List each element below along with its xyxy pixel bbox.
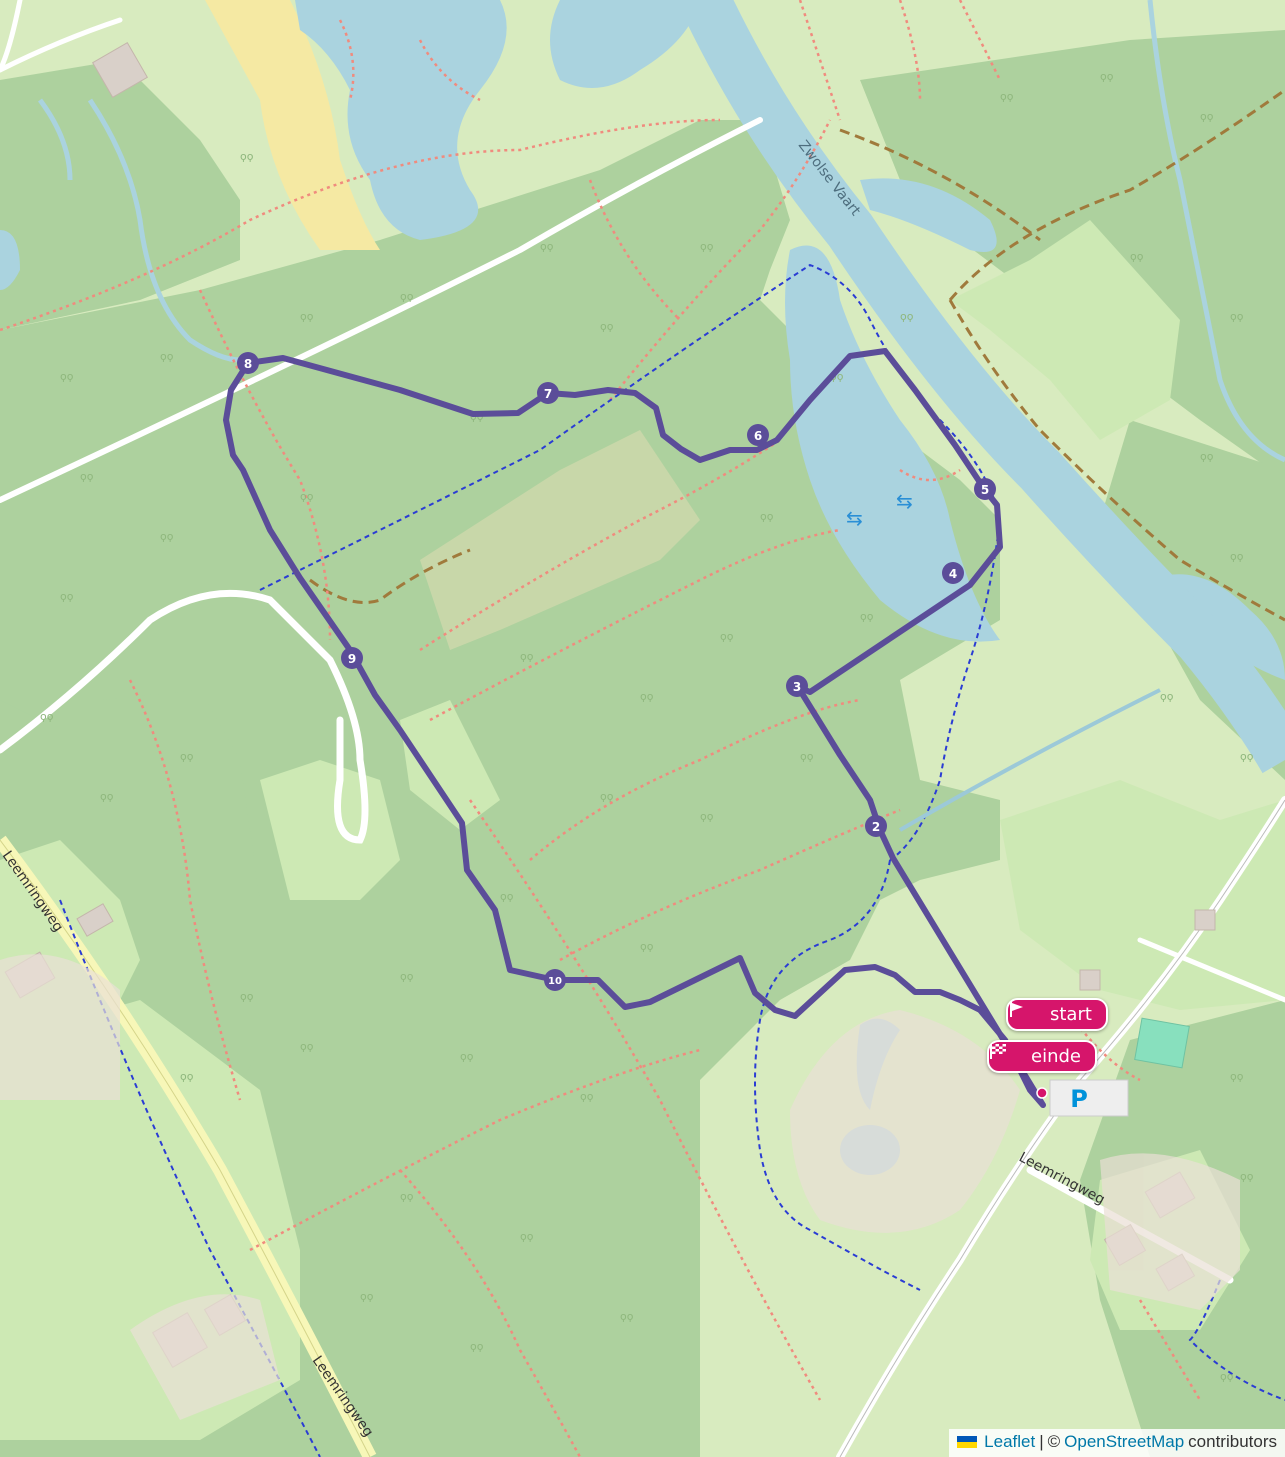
svg-text:ϙϙ: ϙϙ bbox=[40, 710, 54, 723]
svg-text:ϙϙ: ϙϙ bbox=[600, 790, 614, 803]
svg-text:ϙϙ: ϙϙ bbox=[540, 240, 554, 253]
waypoint-10[interactable]: 10 bbox=[544, 969, 566, 991]
svg-text:⇆: ⇆ bbox=[846, 506, 863, 530]
tracks bbox=[309, 88, 1285, 622]
svg-text:ϙϙ: ϙϙ bbox=[580, 1090, 594, 1103]
waypoint-6[interactable]: 6 bbox=[747, 424, 769, 446]
svg-text:ϙϙ: ϙϙ bbox=[460, 1050, 474, 1063]
waypoint-4[interactable]: 4 bbox=[942, 562, 964, 584]
canal bbox=[676, 0, 1285, 774]
svg-text:ϙϙ: ϙϙ bbox=[640, 940, 654, 953]
svg-text:ϙϙ: ϙϙ bbox=[800, 750, 814, 763]
svg-text:ϙϙ: ϙϙ bbox=[1240, 750, 1254, 763]
flag-icon bbox=[1010, 1002, 1042, 1024]
waypoint-7[interactable]: 7 bbox=[537, 382, 559, 404]
svg-text:ϙϙ: ϙϙ bbox=[640, 690, 654, 703]
svg-text:ϙϙ: ϙϙ bbox=[180, 750, 194, 763]
ukraine-flag-icon bbox=[957, 1436, 978, 1448]
sports-pitch bbox=[1134, 1017, 1190, 1069]
svg-text:ϙϙ: ϙϙ bbox=[470, 1340, 484, 1353]
svg-text:10: 10 bbox=[548, 976, 562, 987]
svg-text:ϙϙ: ϙϙ bbox=[1160, 690, 1174, 703]
svg-text:ϙϙ: ϙϙ bbox=[700, 810, 714, 823]
svg-text:ϙϙ: ϙϙ bbox=[1220, 1370, 1234, 1383]
svg-text:ϙϙ: ϙϙ bbox=[500, 890, 514, 903]
waypoint-2[interactable]: 2 bbox=[865, 815, 887, 837]
svg-text:ϙϙ: ϙϙ bbox=[300, 490, 314, 503]
svg-text:ϙϙ: ϙϙ bbox=[100, 790, 114, 803]
svg-text:ϙϙ: ϙϙ bbox=[520, 650, 534, 663]
svg-text:ϙϙ: ϙϙ bbox=[300, 310, 314, 323]
svg-text:ϙϙ: ϙϙ bbox=[60, 370, 74, 383]
end-marker[interactable]: einde bbox=[987, 1040, 1097, 1073]
svg-text:ϙϙ: ϙϙ bbox=[720, 630, 734, 643]
streams bbox=[37, 0, 1285, 463]
waypoint-9[interactable]: 9 bbox=[341, 647, 363, 669]
route-endpoint-dot bbox=[1036, 1087, 1048, 1099]
svg-text:ϙϙ: ϙϙ bbox=[1000, 90, 1014, 103]
svg-text:ϙϙ: ϙϙ bbox=[400, 1190, 414, 1203]
svg-text:ϙϙ: ϙϙ bbox=[1230, 310, 1244, 323]
svg-text:ϙϙ: ϙϙ bbox=[760, 510, 774, 523]
checkered-flag-icon bbox=[990, 1044, 1023, 1066]
svg-text:ϙϙ: ϙϙ bbox=[160, 530, 174, 543]
sand-area bbox=[205, 0, 380, 250]
svg-text:ϙϙ: ϙϙ bbox=[1230, 550, 1244, 563]
contributors-text: contributors bbox=[1188, 1432, 1277, 1451]
svg-text:8: 8 bbox=[244, 357, 252, 371]
end-label: einde bbox=[1031, 1046, 1081, 1067]
svg-text:ϙϙ: ϙϙ bbox=[300, 1040, 314, 1053]
svg-text:ϙϙ: ϙϙ bbox=[1200, 450, 1214, 463]
parking-area bbox=[1049, 1079, 1129, 1117]
attribution-separator: | bbox=[1039, 1432, 1044, 1451]
residential bbox=[0, 954, 1240, 1420]
svg-text:4: 4 bbox=[949, 567, 957, 581]
tree-symbols: ϙϙ ϙϙ ϙϙ ϙϙ ϙϙ ϙϙ ϙϙ ϙϙ ϙϙ ϙϙ ϙϙ ϙϙ ϙϙ ϙϙ ϙϙ ϙϙ ϙϙ ϙ… bbox=[40, 70, 1254, 1383]
svg-text:ϙϙ: ϙϙ bbox=[360, 1290, 374, 1303]
svg-text:9: 9 bbox=[348, 652, 356, 666]
svg-text:ϙϙ: ϙϙ bbox=[600, 320, 614, 333]
svg-text:ϙϙ: ϙϙ bbox=[80, 470, 94, 483]
footpaths bbox=[0, 0, 1202, 1457]
leaflet-link[interactable]: Leaflet bbox=[984, 1432, 1036, 1451]
waypoint-3[interactable]: 3 bbox=[786, 675, 808, 697]
svg-text:ϙϙ: ϙϙ bbox=[1240, 1170, 1254, 1183]
svg-text:6: 6 bbox=[754, 429, 762, 443]
svg-text:ϙϙ: ϙϙ bbox=[1230, 1070, 1244, 1083]
svg-text:2: 2 bbox=[872, 820, 880, 834]
svg-text:ϙϙ: ϙϙ bbox=[860, 610, 874, 623]
water-point-icons: ⇆ ⇆ bbox=[846, 489, 913, 530]
start-marker[interactable]: start bbox=[1006, 998, 1108, 1031]
svg-text:ϙϙ: ϙϙ bbox=[700, 240, 714, 253]
copyright-symbol: © bbox=[1047, 1432, 1061, 1451]
osm-link[interactable]: OpenStreetMap bbox=[1064, 1432, 1185, 1451]
svg-text:⇆: ⇆ bbox=[896, 489, 913, 513]
svg-text:ϙϙ: ϙϙ bbox=[240, 150, 254, 163]
svg-text:ϙϙ: ϙϙ bbox=[1130, 250, 1144, 263]
svg-text:ϙϙ: ϙϙ bbox=[400, 290, 414, 303]
waypoint-5[interactable]: 5 bbox=[974, 478, 996, 500]
svg-text:ϙϙ: ϙϙ bbox=[60, 590, 74, 603]
heath-patch bbox=[420, 430, 700, 650]
svg-text:ϙϙ: ϙϙ bbox=[900, 310, 914, 323]
svg-text:ϙϙ: ϙϙ bbox=[400, 970, 414, 983]
parking-symbol: P bbox=[1070, 1085, 1088, 1113]
svg-text:ϙϙ: ϙϙ bbox=[1100, 70, 1114, 83]
svg-text:ϙϙ: ϙϙ bbox=[180, 1070, 194, 1083]
svg-text:ϙϙ: ϙϙ bbox=[160, 350, 174, 363]
svg-text:ϙϙ: ϙϙ bbox=[240, 990, 254, 1003]
svg-text:7: 7 bbox=[544, 387, 552, 401]
svg-text:ϙϙ: ϙϙ bbox=[520, 1230, 534, 1243]
svg-text:ϙϙ: ϙϙ bbox=[1200, 110, 1214, 123]
svg-text:3: 3 bbox=[793, 680, 801, 694]
start-label: start bbox=[1050, 1004, 1092, 1025]
waypoint-markers: 2 3 4 5 6 7 8 9 10 bbox=[237, 352, 996, 991]
map-attribution: Leaflet | © OpenStreetMap contributors bbox=[949, 1429, 1285, 1457]
svg-text:ϙϙ: ϙϙ bbox=[620, 1310, 634, 1323]
svg-text:5: 5 bbox=[981, 483, 989, 497]
waypoint-8[interactable]: 8 bbox=[237, 352, 259, 374]
